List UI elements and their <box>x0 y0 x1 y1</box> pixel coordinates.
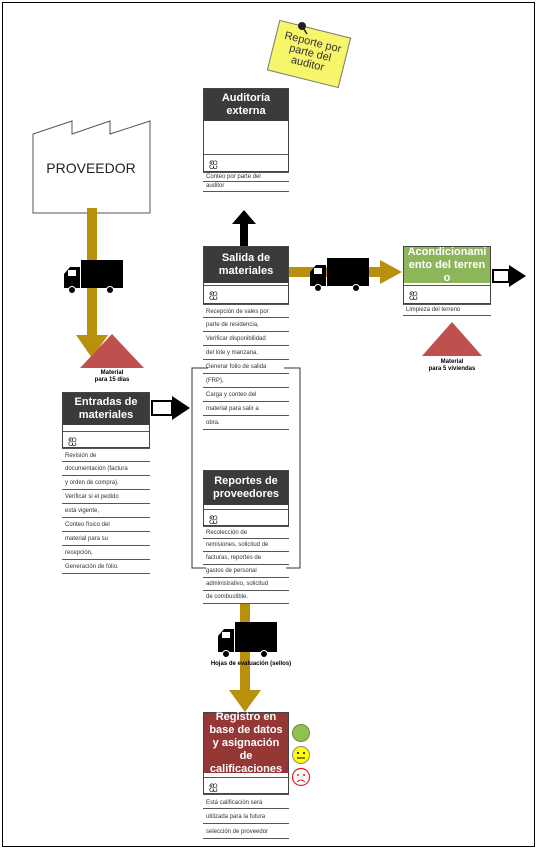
truck-icon-bottom <box>218 622 277 658</box>
process-row: administrativo, solicitud <box>203 578 289 591</box>
black-up-arrow-head <box>232 210 256 224</box>
truck-icon-left <box>64 260 123 294</box>
process-row: parte de residencia, <box>203 318 289 332</box>
process-row: remisiones, solicitud de <box>203 539 289 552</box>
process-row: auditor <box>203 182 289 192</box>
registro-rows: Está calificación será utilizada para la… <box>203 794 289 839</box>
process-row: Conteo físico del <box>62 518 150 532</box>
process-row: recepción, <box>62 546 150 560</box>
process-box-auditoria: Auditoría externa ஐ <box>203 88 289 172</box>
bracket-right <box>284 367 301 569</box>
inventory-left-label: Material para 15 días <box>84 370 140 384</box>
gold-arrow-down-head <box>229 690 261 712</box>
push-arrow-acondicionamiento <box>509 265 526 287</box>
process-row: Recepción de vales por <box>203 304 289 318</box>
process-row: material para su <box>62 532 150 546</box>
operator-row: ஐ <box>404 285 490 303</box>
operator-row: ஐ <box>204 509 288 527</box>
process-row: Generar folio de salida <box>203 360 289 374</box>
inventory-right-label: Material para 5 viviendas <box>420 359 484 373</box>
process-box-registro: Registro en base de datos y asignación d… <box>203 711 289 795</box>
process-box-salida: Salida de materiales ஐ <box>203 246 289 304</box>
operator-icon: ஐ <box>409 288 418 300</box>
gold-arrow-head <box>76 335 108 358</box>
process-row: selección de proveedor <box>203 824 289 839</box>
inventory-right-line2: para 5 viviendas <box>428 366 476 372</box>
operator-row: ஐ <box>204 777 288 795</box>
pin-icon <box>298 22 308 35</box>
process-title: Acondicionamiento del terreno <box>404 246 490 284</box>
process-title: Entradas de materiales <box>63 393 149 425</box>
operator-row: ஐ <box>204 285 288 303</box>
process-title: Salida de materiales <box>204 247 288 283</box>
process-title: Reportes de proveedores <box>204 471 288 505</box>
process-row: Generación de folio. <box>62 560 150 574</box>
process-row: y orden de compra), <box>62 476 150 490</box>
process-row: está vigente, <box>62 504 150 518</box>
inventory-right-line1: Material <box>440 359 464 365</box>
process-row: facturas, reportes de <box>203 552 289 565</box>
black-up-arrow-shaft <box>240 222 248 248</box>
process-row: obra. <box>203 416 289 430</box>
inventory-triangle-right <box>422 322 482 356</box>
process-row: Limpieza del terreno <box>403 304 491 316</box>
auditoria-rows: Conteo por parte del auditor <box>203 172 289 192</box>
process-box-reportes: Reportes de proveedores ஐ <box>203 470 289 526</box>
process-row: Conteo por parte del <box>203 172 289 182</box>
proveedor-label: PROVEEDOR <box>46 160 136 176</box>
truck-icon-right <box>310 258 369 292</box>
process-title: Registro en base de datos y asignación d… <box>204 711 288 775</box>
process-row: documentación (factura <box>62 462 150 476</box>
process-row: del lote y manzana, <box>203 346 289 360</box>
process-row: Verificar disponibilidad <box>203 332 289 346</box>
bracket-left <box>191 367 208 569</box>
inventory-left-line1: Material <box>100 370 124 376</box>
acondicionamiento-rows: Limpieza del terreno <box>403 304 491 316</box>
operator-icon: ஐ <box>209 512 218 524</box>
operator-row: ஐ <box>204 154 288 172</box>
operator-icon: ஐ <box>209 288 218 300</box>
operator-icon: ஐ <box>209 157 218 169</box>
process-row: Recolección de <box>203 526 289 539</box>
push-arrow-entradas <box>172 396 190 420</box>
factory-icon <box>32 120 151 214</box>
sad-face-icon <box>291 767 311 787</box>
operator-row: ஐ <box>63 431 149 449</box>
process-row: gastos de personal <box>203 565 289 578</box>
process-row: material para salir a <box>203 402 289 416</box>
process-row: Verificar si el pedido <box>62 490 150 504</box>
process-row: utilizada para la futura <box>203 809 289 824</box>
process-row: (FRP), <box>203 374 289 388</box>
inventory-left-line2: para 15 días <box>94 377 130 383</box>
process-row: de combustible. <box>203 591 289 604</box>
process-row: Está calificación será <box>203 794 289 809</box>
process-box-acondicionamiento: Acondicionamiento del terreno ஐ <box>403 246 491 304</box>
operator-icon: ஐ <box>209 780 218 792</box>
neutral-face-icon <box>292 746 310 764</box>
process-title: Auditoría externa <box>204 89 288 121</box>
process-box-entradas: Entradas de materiales ஐ <box>62 392 150 448</box>
truck-bottom-label: Hojas de evaluación (sellos) <box>210 661 292 667</box>
entradas-rows: Revisión de documentación (factura y ord… <box>62 448 150 574</box>
green-circle-icon <box>292 724 310 742</box>
process-row: Carga y conteo del <box>203 388 289 402</box>
process-row: Revisión de <box>62 448 150 462</box>
salida-rows: Recepción de vales por parte de residenc… <box>203 304 289 430</box>
inventory-triangle-left <box>80 334 144 368</box>
operator-icon: ஐ <box>68 434 77 446</box>
reportes-rows: Recolección de remisiones, solicitud de … <box>203 526 289 604</box>
gold-arrow-right-head <box>380 260 402 284</box>
